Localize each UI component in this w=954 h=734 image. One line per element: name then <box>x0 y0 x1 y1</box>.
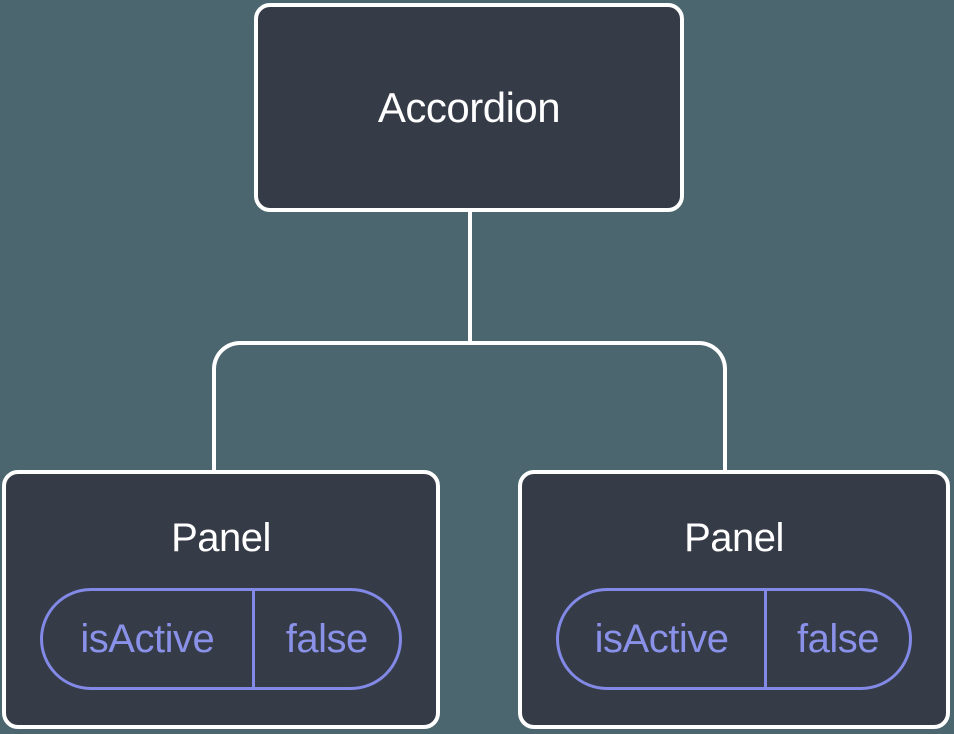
accordion-node-label: Accordion <box>377 83 561 131</box>
connector-stem <box>468 211 472 341</box>
state-value: false <box>797 616 880 661</box>
state-pill: isActive false <box>40 588 402 690</box>
panel-node-label: Panel <box>684 516 784 560</box>
state-value: false <box>285 616 369 661</box>
panel-node-right: Panel isActive false <box>518 470 950 729</box>
connector-bracket <box>212 341 727 470</box>
panel-node-left: Panel isActive false <box>2 470 440 729</box>
state-key: isActive <box>43 591 255 687</box>
accordion-node: Accordion <box>254 3 684 212</box>
panel-node-label: Panel <box>171 516 271 560</box>
state-pill: isActive false <box>556 588 912 690</box>
state-key: isActive <box>559 591 768 687</box>
